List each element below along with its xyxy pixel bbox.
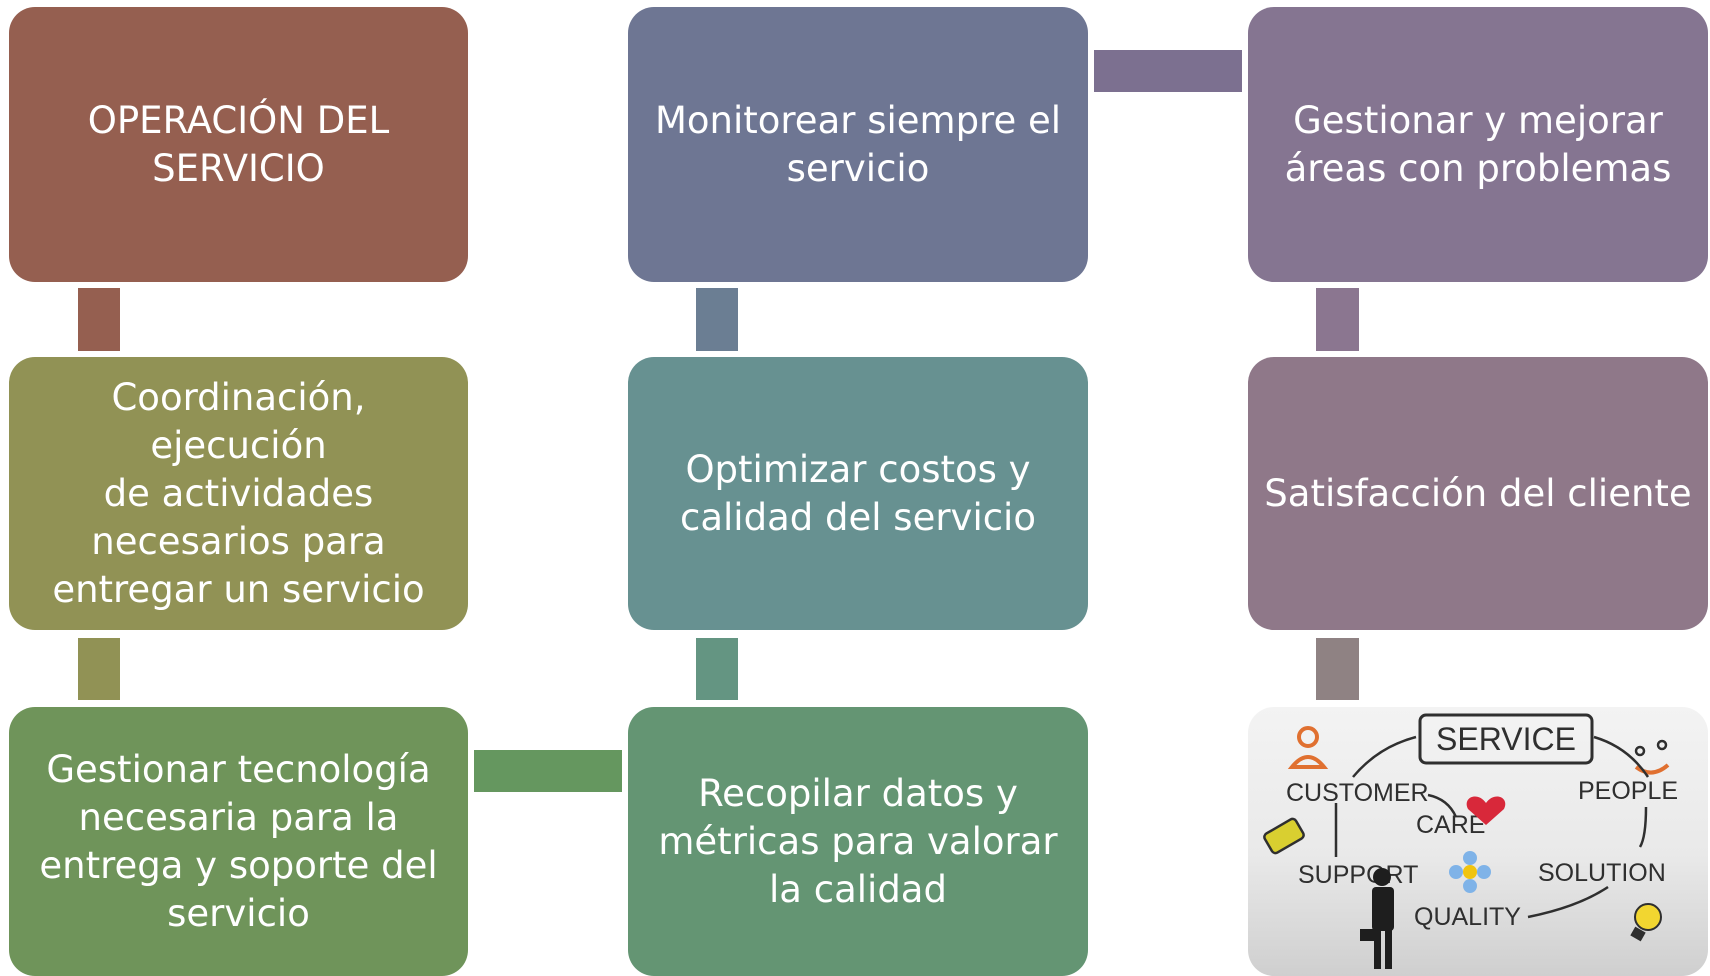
heart-icon: [1466, 796, 1506, 825]
connector-row3-left: [474, 750, 622, 792]
box-optimizar-costos: Optimizar costos y calidad del servicio: [628, 357, 1088, 630]
connector-col3-bottom: [1316, 638, 1359, 700]
businessman-figure: [1360, 868, 1394, 969]
box-coordinacion: Coordinación, ejecución de actividades n…: [9, 357, 468, 630]
service-concept-image: SERVICE CUSTOMER CARE PEOPLE SUPPORT SOL…: [1248, 707, 1708, 976]
connector-col2-top: [696, 288, 738, 351]
flower-icon: [1449, 851, 1491, 893]
quality-word: QUALITY: [1414, 903, 1521, 931]
connector-col2-bottom: [696, 638, 738, 700]
box-satisfaccion-cliente: Satisfacción del cliente: [1248, 357, 1708, 630]
arrow-people-solution: [1638, 806, 1648, 848]
connector-col1-bottom: [78, 638, 120, 700]
connector-col1-top: [78, 288, 120, 351]
care-word: CARE: [1416, 811, 1485, 839]
lightbulb-icon: [1630, 903, 1662, 942]
connector-row1-right: [1094, 50, 1242, 92]
service-word: SERVICE: [1436, 721, 1576, 757]
people-word: PEOPLE: [1578, 777, 1678, 805]
box-gestionar-mejorar: Gestionar y mejorar áreas con problemas: [1248, 7, 1708, 282]
person-icon: [1287, 726, 1329, 769]
box-recopilar-datos: Recopilar datos y métricas para valorar …: [628, 707, 1088, 976]
box-gestionar-tecnologia: Gestionar tecnología necesaria para la e…: [9, 707, 468, 976]
tag-icon: [1263, 817, 1305, 855]
arrow-service-people: [1593, 735, 1650, 778]
customer-word: CUSTOMER: [1286, 779, 1429, 807]
solution-word: SOLUTION: [1538, 859, 1666, 887]
arrow-quality-solution: [1527, 885, 1609, 919]
smile-icon: [1634, 739, 1670, 775]
arrow-customer-care: [1427, 793, 1458, 818]
box-monitorear-servicio: Monitorear siempre el servicio: [628, 7, 1088, 282]
support-word: SUPPORT: [1298, 861, 1418, 889]
box-operacion-servicio: OPERACIÓN DEL SERVICIO: [9, 7, 468, 282]
service-frame: [1418, 713, 1594, 765]
connector-col3-top: [1316, 288, 1359, 351]
arrow-customer-service: [1352, 735, 1417, 778]
